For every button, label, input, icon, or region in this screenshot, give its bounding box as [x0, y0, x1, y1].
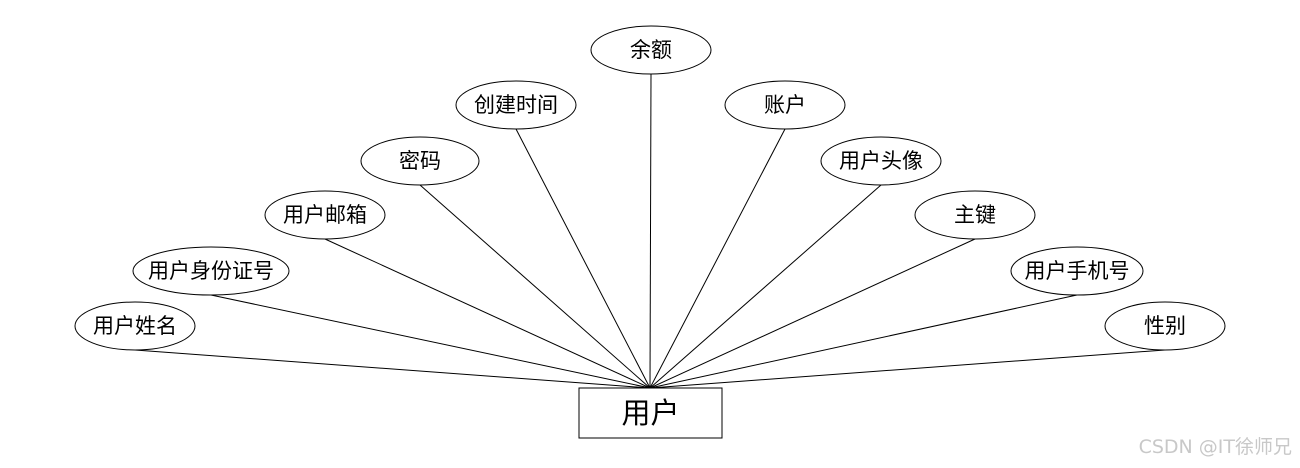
- attribute-ellipse: [724, 80, 846, 130]
- attribute-label: 用户头像: [839, 149, 923, 173]
- attribute-ellipse: [74, 301, 196, 351]
- attribute-label: 用户身份证号: [148, 259, 274, 283]
- attribute-label: 密码: [399, 149, 441, 173]
- attribute-label: 用户邮箱: [283, 203, 367, 227]
- connector-balance: [649, 73, 652, 389]
- connector-gender: [649, 349, 1166, 389]
- attribute-password: 密码: [360, 136, 480, 186]
- attribute-ellipse: [1104, 301, 1226, 351]
- watermark-text: CSDN @IT徐师兄: [1139, 436, 1292, 458]
- attribute-phone: 用户手机号: [1010, 246, 1144, 296]
- attribute-ellipse: [820, 136, 942, 186]
- attribute-label: 性别: [1144, 314, 1186, 338]
- connector-phone: [649, 294, 1078, 389]
- connector-name: [134, 349, 651, 389]
- connector-lines: [134, 73, 1166, 389]
- attribute-label: 账户: [764, 93, 806, 117]
- attribute-label: 用户手机号: [1025, 259, 1130, 283]
- connector-created-time: [515, 128, 651, 389]
- attribute-primary-key: 主键: [914, 190, 1036, 240]
- attribute-balance: 余额: [590, 25, 712, 75]
- attribute-name: 用户姓名: [74, 301, 196, 351]
- attribute-ellipse: [455, 80, 577, 130]
- attribute-ellipse: [132, 246, 290, 296]
- entity-label: 用户: [621, 396, 679, 430]
- attribute-label: 用户姓名: [93, 314, 177, 338]
- attribute-ellipse: [264, 190, 386, 240]
- connector-account: [649, 128, 786, 389]
- attribute-email: 用户邮箱: [264, 190, 386, 240]
- attribute-ellipse: [360, 136, 480, 186]
- attribute-gender: 性别: [1104, 301, 1226, 351]
- connector-id-card: [210, 294, 651, 389]
- attribute-label: 主键: [954, 203, 996, 227]
- connector-password: [419, 184, 651, 389]
- attribute-ellipse: [1010, 246, 1144, 296]
- attribute-account: 账户: [724, 80, 846, 130]
- attribute-ellipse: [590, 25, 712, 75]
- attribute-ellipse: [914, 190, 1036, 240]
- entity-node: 用户: [578, 387, 723, 439]
- attribute-label: 余额: [630, 38, 672, 62]
- connector-primary-key: [649, 238, 976, 389]
- attribute-created-time: 创建时间: [455, 80, 577, 130]
- attribute-avatar: 用户头像: [820, 136, 942, 186]
- attribute-id-card: 用户身份证号: [132, 246, 290, 296]
- entity-box: [578, 387, 723, 439]
- connector-email: [324, 238, 651, 389]
- attribute-label: 创建时间: [474, 93, 558, 117]
- connector-avatar: [649, 184, 882, 389]
